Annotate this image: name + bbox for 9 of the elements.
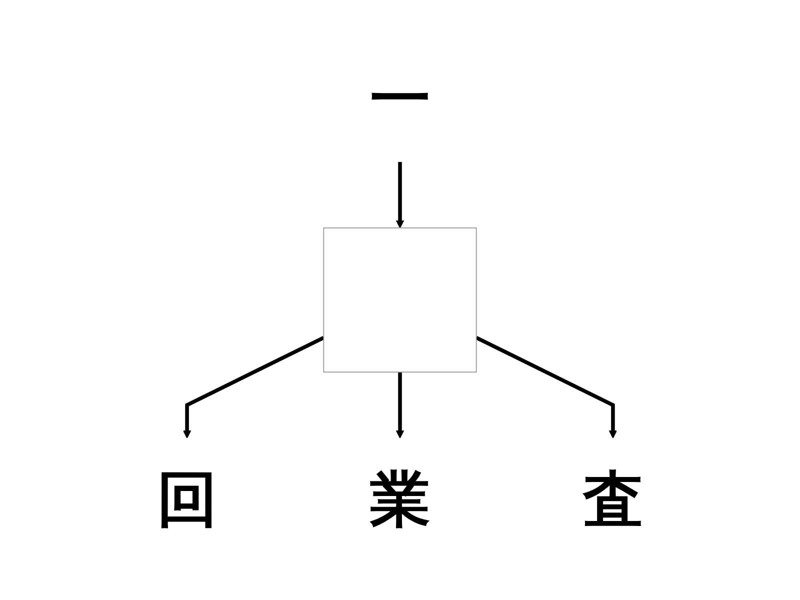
arrow [396, 162, 404, 228]
answer-box [323, 227, 477, 373]
kanji-character: 一 [370, 64, 430, 135]
arrow [476, 336, 618, 438]
kanji-character: 査 [582, 465, 644, 536]
kanji-character: 回 [156, 465, 218, 536]
kanji-character: 業 [370, 465, 430, 536]
arrow [396, 372, 404, 438]
arrow [182, 336, 324, 438]
